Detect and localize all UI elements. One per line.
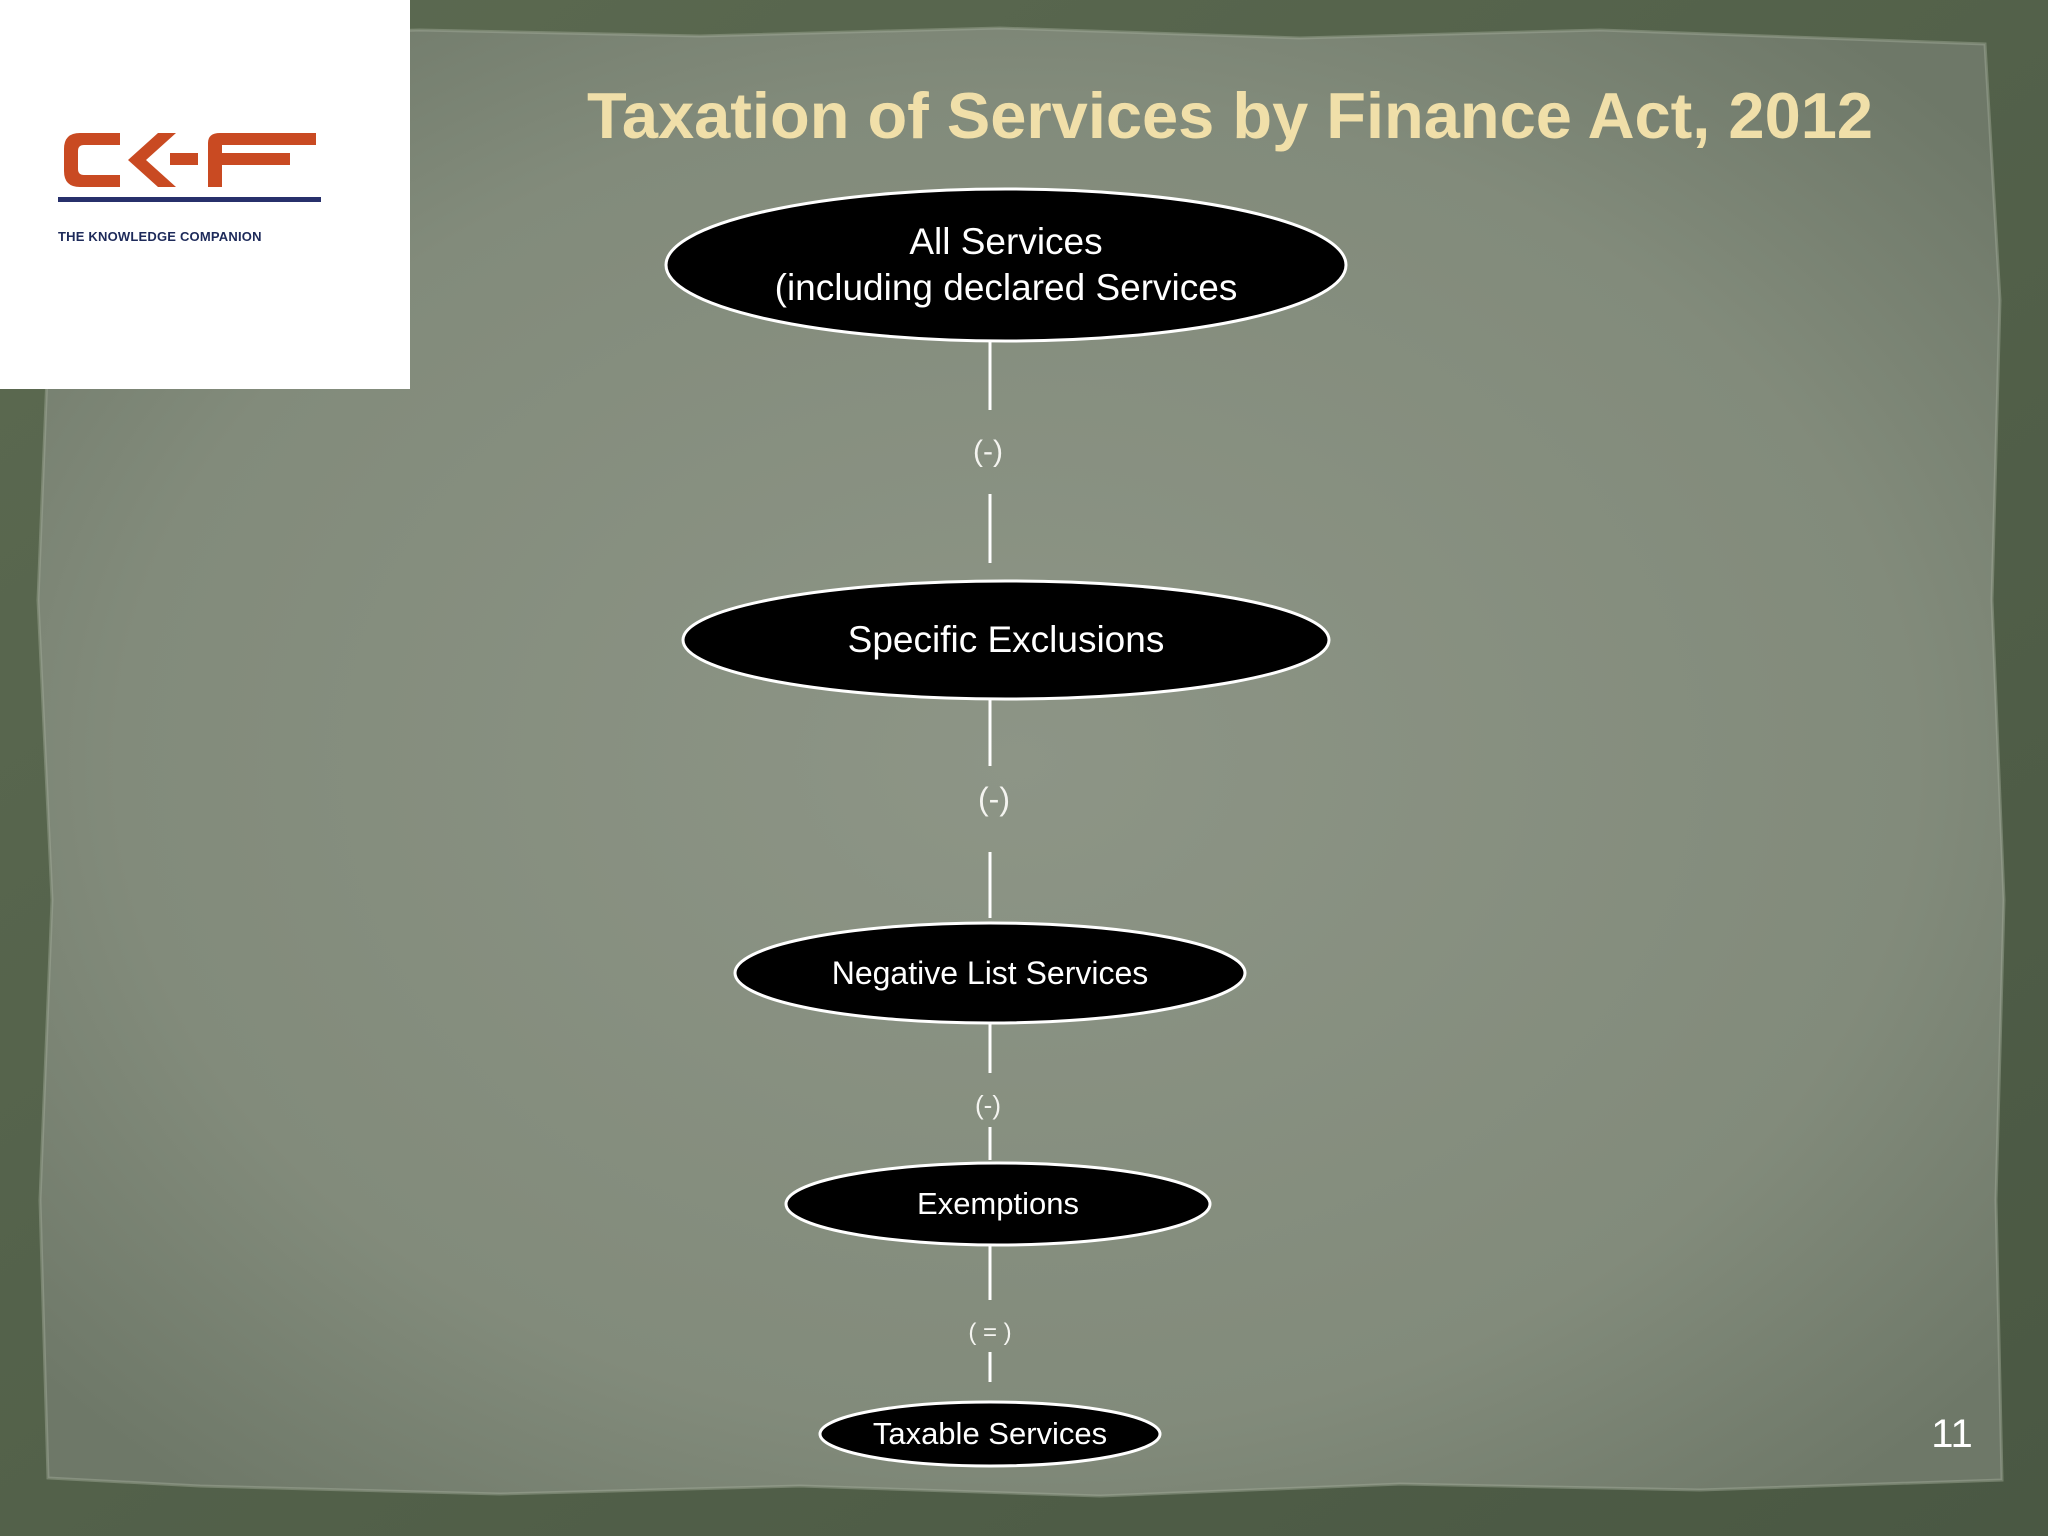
- node-specific-exclusions-shape: [681, 579, 1331, 701]
- page-number: 11: [1931, 1412, 1973, 1456]
- company-logo: THE KNOWLEDGE COMPANION: [0, 0, 410, 389]
- operator-label-4: ( = ): [968, 1318, 1012, 1346]
- node-all-services: All Services (including declared Services: [666, 219, 1346, 312]
- node-taxable-services: Taxable Services: [820, 1415, 1160, 1454]
- node-exemptions-shape: [784, 1161, 1212, 1247]
- logo-tagline: THE KNOWLEDGE COMPANION: [58, 229, 262, 244]
- node-negative-list-services-shape: [733, 921, 1247, 1025]
- ckf-logo-mark: [58, 133, 321, 202]
- node-taxable-services-shape: [818, 1400, 1162, 1468]
- node-negative-list-services-label-line-1: Negative List Services: [831, 955, 1149, 991]
- node-all-services-shape: [664, 187, 1348, 343]
- node-exemptions-label-line-1: Exemptions: [917, 1185, 1079, 1221]
- node-exemptions: Exemptions: [786, 1185, 1210, 1224]
- node-taxable-services-label-line-1: Taxable Services: [872, 1415, 1108, 1451]
- paper-panel: [30, 28, 2004, 1496]
- slide-title: Taxation of Services by Finance Act, 201…: [586, 79, 1874, 152]
- node-all-services-label-line-2: (including declared Services: [774, 267, 1238, 308]
- operator-label-3: (-): [975, 1090, 1001, 1121]
- node-all-services-label-line-1: All Services: [909, 220, 1103, 262]
- operator-label-2: (-): [978, 780, 1010, 817]
- operator-label-1: (-): [973, 435, 1003, 468]
- node-specific-exclusions-label-line-1: Specific Exclusions: [847, 618, 1165, 660]
- node-negative-list-services: Negative List Services: [735, 953, 1245, 993]
- node-specific-exclusions: Specific Exclusions: [683, 617, 1329, 663]
